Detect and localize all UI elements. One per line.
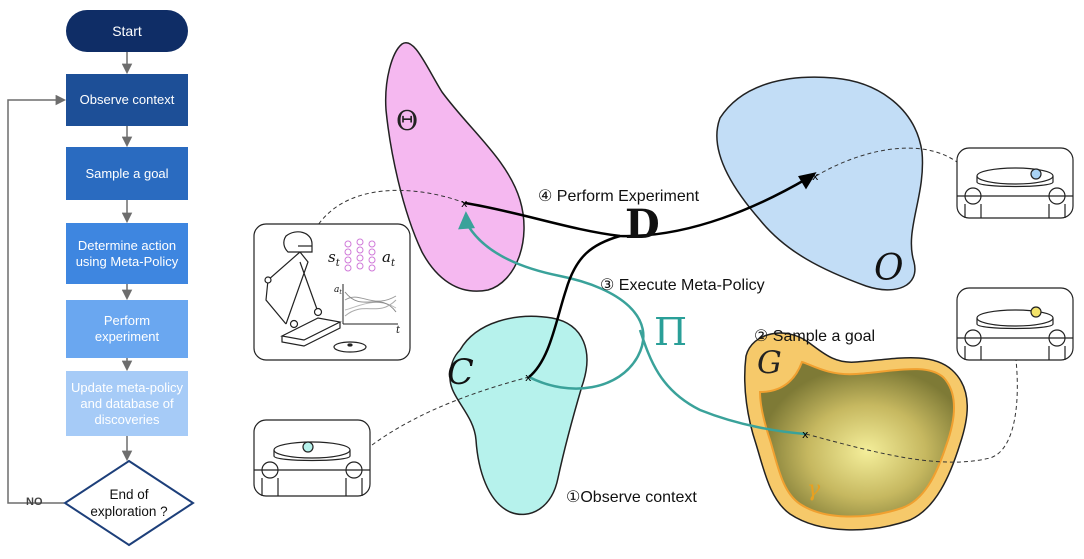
gamma-symbol: γ	[807, 477, 821, 502]
experiment-arrow	[464, 172, 817, 378]
outcome-thumbnail	[956, 147, 1074, 219]
flowchart-update-line2: and database of	[80, 395, 174, 411]
flowchart-connectors	[7, 52, 133, 504]
flowchart-observe-context: Observe context	[66, 74, 188, 126]
meta-policy-arrow	[458, 211, 807, 436]
plot-x-label: t	[396, 325, 401, 336]
dashed-links	[317, 147, 1018, 463]
theta-symbol: Θ	[396, 106, 419, 137]
theta-region	[384, 41, 525, 292]
policy-output-label: at	[382, 248, 396, 269]
dashed-link-context-thumb	[371, 376, 530, 446]
flowchart-start-label: Start	[112, 23, 142, 39]
flowchart-determine-action-line2: using Meta-Policy	[75, 253, 179, 269]
flowchart-perform-experiment-line1: Perform	[103, 313, 151, 328]
flowchart-end-decision: End of exploration ?	[65, 461, 193, 545]
step-sample-goal-label: ② Sample a goal	[754, 328, 876, 345]
policy-input-label: st	[328, 248, 341, 269]
flowchart-update-line3: discoveries	[94, 411, 160, 427]
plot-y-label: at	[334, 285, 342, 296]
flowchart-end-line1: End of	[109, 487, 149, 502]
neural-network-icon	[344, 238, 376, 272]
g-symbol: G	[757, 345, 782, 381]
robot-policy-thumbnail: st at at t	[253, 223, 411, 361]
flowchart-update-line1: Update meta-policy	[71, 379, 183, 395]
dashed-link-goal-thumb	[805, 359, 1018, 463]
flowchart-no-label: NO	[26, 496, 43, 508]
dashed-link-outcome-thumb	[815, 147, 958, 177]
point-markers: x x x x	[461, 170, 819, 441]
dashed-link-theta-robot	[317, 189, 466, 226]
trajectory-plot: at t	[334, 284, 401, 336]
c-symbol: C	[447, 353, 474, 393]
flowchart-update-meta-policy: Update meta-policy and database of disco…	[66, 371, 188, 436]
step-observe-context-label: ①Observe context	[566, 489, 697, 506]
outcome-point-marker: x	[812, 170, 819, 183]
end-decision-diamond	[63, 459, 195, 547]
step-perform-experiment-label: ④ Perform Experiment	[538, 188, 700, 205]
flowchart-end-line2: exploration ?	[90, 504, 168, 519]
theta-point-marker: x	[461, 197, 468, 210]
pi-symbol: Π	[654, 310, 688, 354]
flowchart-perform-experiment: Perform experiment	[66, 300, 188, 358]
flowchart-determine-action-line1: Determine action	[77, 237, 177, 253]
o-symbol: O	[874, 248, 904, 289]
context-point-marker: x	[525, 371, 532, 384]
goal-thumbnail	[956, 287, 1074, 361]
step-execute-meta-policy-label: ③ Execute Meta-Policy	[600, 277, 765, 294]
flowchart-observe-context-label: Observe context	[79, 92, 175, 107]
goal-region	[743, 332, 968, 531]
flowchart-determine-action: Determine action using Meta-Policy	[66, 223, 188, 284]
flowchart-perform-experiment-line2: experiment	[94, 329, 160, 344]
flowchart-start: Start	[66, 10, 188, 52]
robot-arm-icon	[264, 231, 367, 353]
outcome-region	[716, 76, 924, 291]
goal-point-marker: x	[802, 428, 809, 441]
context-region	[449, 315, 588, 516]
context-thumbnail	[253, 419, 371, 497]
flowchart-sample-goal-label: Sample a goal	[85, 165, 169, 181]
connector-loop-back	[7, 94, 67, 504]
d-symbol: D	[625, 201, 660, 248]
flowchart-sample-goal: Sample a goal	[66, 147, 188, 200]
